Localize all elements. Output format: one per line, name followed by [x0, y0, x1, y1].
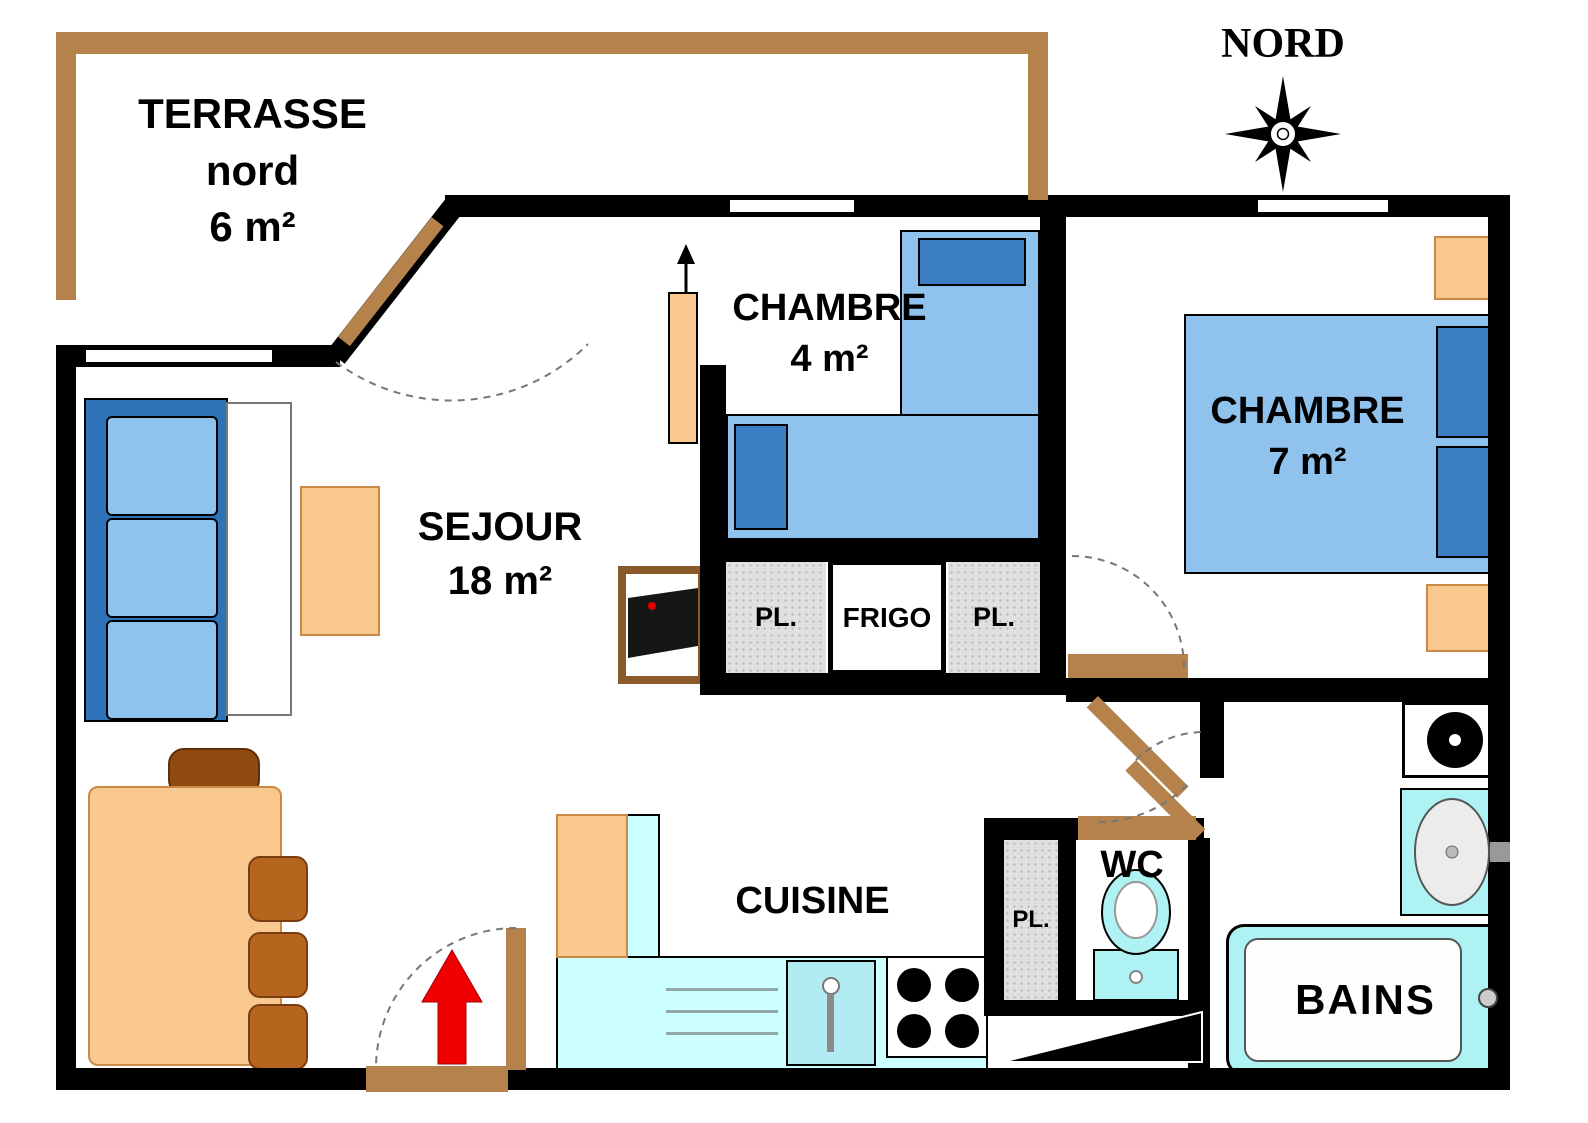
room-orientation: nord: [205, 146, 300, 194]
wall-closet-entry-left: [984, 818, 1004, 1016]
coffee-table: [300, 486, 380, 636]
entry-threshold: [366, 1066, 508, 1092]
wall-under-wc: [984, 1000, 1204, 1016]
room-name: BAINS: [1295, 976, 1436, 1023]
room-name: CHAMBRE: [732, 287, 927, 329]
sofa-cushion: [106, 416, 218, 516]
dining-chair: [248, 932, 308, 998]
bains-label: BAINS: [1268, 972, 1463, 1029]
closet-label: PL.: [972, 602, 1015, 632]
entry-door-leaf: [506, 928, 526, 1070]
pillow: [918, 238, 1026, 286]
room-name: WC: [1100, 844, 1164, 886]
dining-chair: [248, 1004, 308, 1070]
closet-label: PL.: [754, 602, 797, 632]
counter-line: [666, 1032, 778, 1035]
room-area: 7 m²: [1268, 441, 1347, 484]
wall-closet-entry-right: [1058, 840, 1076, 1002]
room-name: CHAMBRE: [1210, 390, 1405, 432]
window-top-left: [728, 198, 856, 214]
room-area: 6 m²: [209, 203, 296, 251]
room-name: SEJOUR: [417, 505, 583, 549]
closet-pl-left: PL.: [726, 562, 826, 673]
wall-left: [56, 345, 76, 1090]
wall-bottom: [56, 1068, 1510, 1090]
kitchen-sink: [786, 960, 876, 1066]
door-direction-arrow-head: [677, 244, 695, 264]
compass-label: NORD: [1221, 21, 1345, 67]
bathtub-basin: [1244, 938, 1462, 1062]
compass-center: [1276, 127, 1290, 141]
wall-mid-vertical: [1040, 195, 1066, 695]
counter-line: [666, 988, 778, 991]
entry-arrow-icon: [421, 948, 483, 1065]
window-terrace: [84, 348, 274, 364]
sofa-cushion: [106, 518, 218, 618]
wall-closet-bottom: [700, 673, 1046, 695]
console-table: [226, 402, 292, 716]
counter-line: [666, 1010, 778, 1013]
chambre7-door-leaf: [1068, 654, 1188, 678]
room-area: 18 m²: [447, 559, 553, 603]
wall-bains-left-lower: [1188, 838, 1210, 1090]
window-top-right: [1256, 198, 1390, 214]
closet-pl-right: PL.: [948, 562, 1040, 673]
fridge: FRIGO: [828, 560, 946, 675]
chambre7-label: CHAMBRE 7 m²: [1195, 386, 1420, 489]
chambre4-door-leaf: [668, 292, 698, 444]
entry-door-swing-arc: [375, 927, 517, 1069]
chambre7-door-swing-arc: [1071, 555, 1185, 669]
terrasse-label: TERRASSE nord 6 m²: [115, 86, 390, 256]
wc-label: WC: [1082, 840, 1182, 891]
dining-chair: [248, 856, 308, 922]
sejour-label: SEJOUR 18 m²: [390, 500, 610, 608]
toilet-button: [1129, 970, 1143, 984]
wall-top: [445, 195, 1510, 217]
toilet-tank: [1093, 949, 1179, 1001]
pillow: [734, 424, 788, 530]
room-name: TERRASSE: [138, 90, 367, 137]
wall-bains-left-upper: [1200, 700, 1224, 778]
oven: [556, 814, 628, 958]
wall-chambre4-left: [700, 365, 726, 695]
terrace-railing-left: [56, 32, 76, 300]
room-name: CUISINE: [735, 880, 890, 922]
closet-pl-entry: PL.: [1004, 840, 1058, 1000]
stove: [886, 956, 988, 1058]
tv-cabinet: [618, 566, 706, 684]
cuisine-label: CUISINE: [715, 876, 910, 927]
chambre4-label: CHAMBRE 4 m²: [722, 283, 937, 386]
terrace-door-swing-arc: [335, 343, 589, 402]
wall-right: [1488, 195, 1510, 1090]
wall-chambre4-bottom: [700, 540, 1046, 562]
compass-rose-icon: [1225, 76, 1341, 192]
room-area: 4 m²: [790, 338, 869, 381]
terrace-railing-right: [1028, 32, 1048, 200]
sofa-cushion: [106, 620, 218, 720]
fridge-label: FRIGO: [842, 601, 932, 633]
wall-chambre7-bottom: [1066, 678, 1510, 702]
closet-label: PL.: [1012, 906, 1050, 933]
sloped-area: [1001, 1010, 1203, 1063]
terrace-railing-top: [58, 32, 1048, 54]
